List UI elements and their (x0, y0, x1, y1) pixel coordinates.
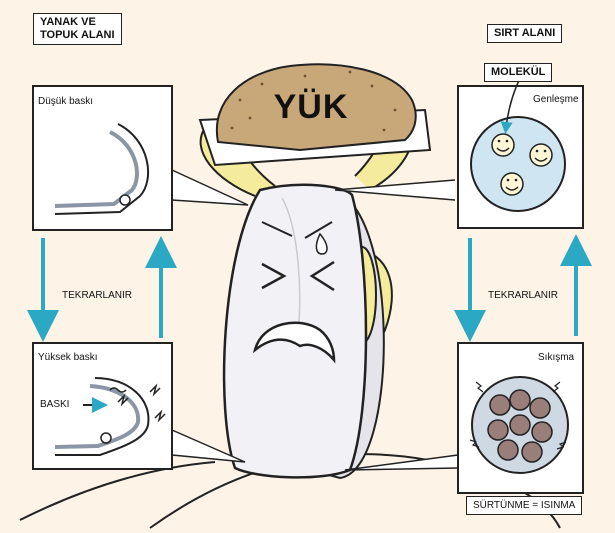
expansion-label: Genleşme (533, 94, 579, 105)
left-header-line-2: TOPUK ALANI (40, 29, 115, 42)
panel-low-pressure (33, 86, 172, 230)
repeat-label-left: TEKRARLANIR (62, 290, 132, 301)
repeat-label-right: TEKRARLANIR (488, 290, 558, 301)
right-area-header: SIRT ALANI (487, 24, 562, 43)
expansion-circle (471, 117, 565, 211)
compression-label: Sıkışma (538, 352, 574, 363)
high-pressure-label: Yüksek baskı (38, 352, 97, 363)
low-pressure-label: Düşük baskı (38, 96, 93, 107)
pressure-label: BASKI (40, 399, 69, 410)
molecule-label: MOLEKÜL (484, 63, 552, 82)
road-curve-left (20, 462, 215, 520)
load-label: YÜK (256, 88, 366, 127)
friction-label: SÜRTÜNME = ISINMA (466, 496, 582, 515)
left-area-header: YANAK VE TOPUK ALANI (33, 13, 122, 45)
left-header-line-1: YANAK VE (40, 16, 115, 29)
